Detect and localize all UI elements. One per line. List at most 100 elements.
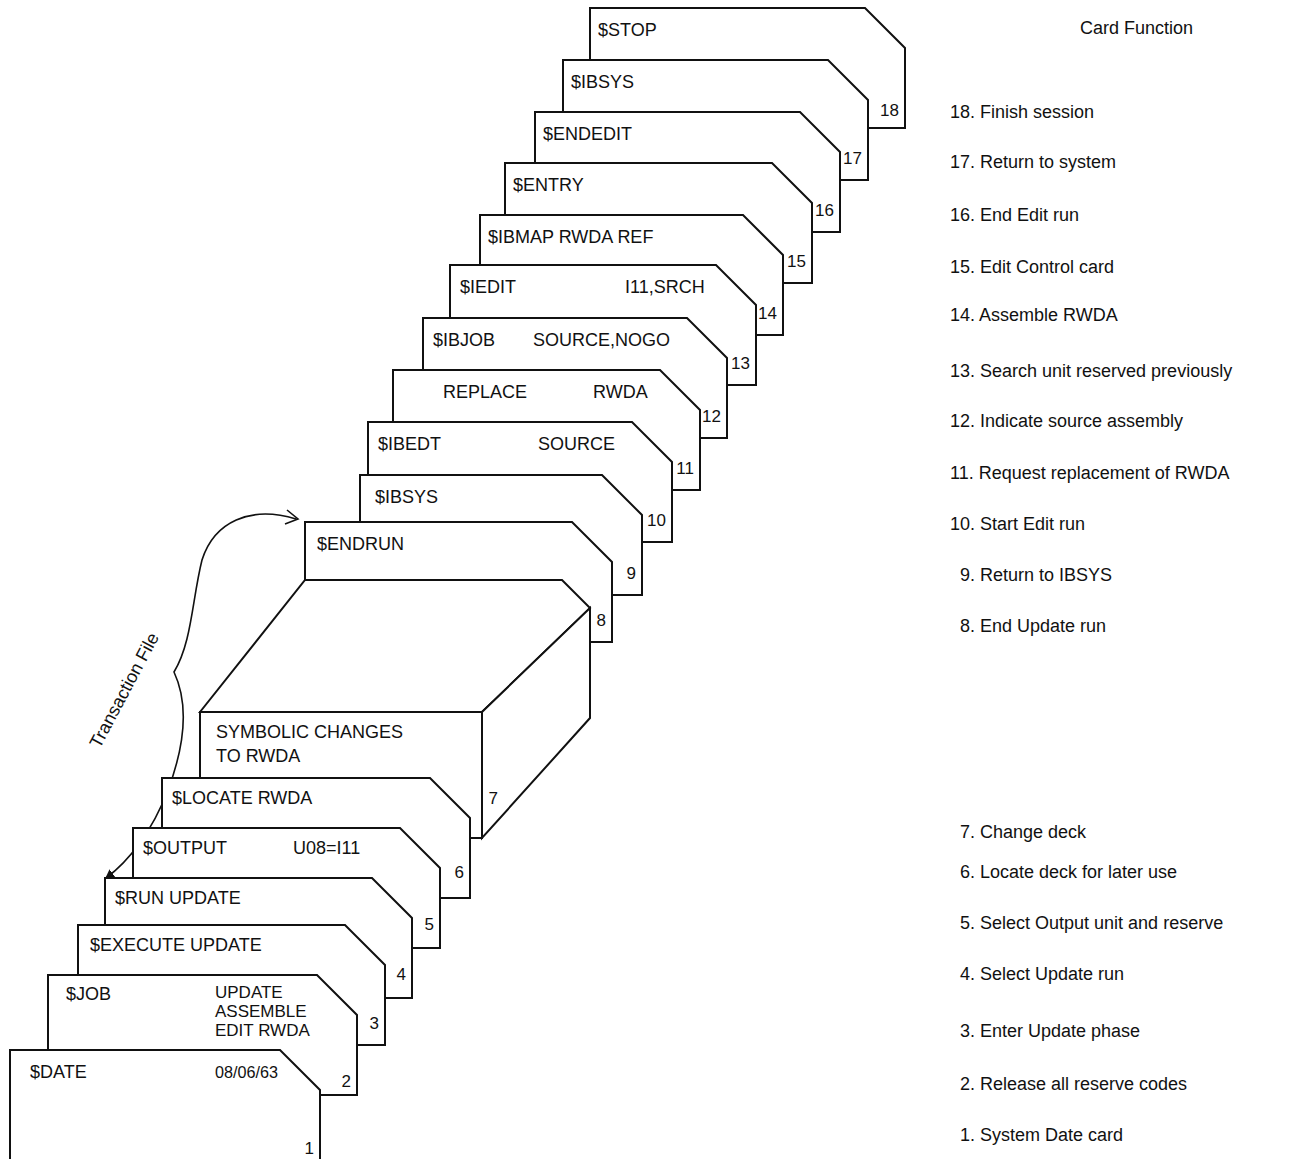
text-holder: 10	[647, 510, 666, 531]
text-holder: I11,SRCH	[625, 277, 705, 298]
card-text: UPDATE ASSEMBLE EDIT RWDA	[215, 983, 317, 1040]
text-holder: 3	[370, 1013, 379, 1034]
card-text: SOURCE,NOGO	[533, 330, 670, 351]
card-body	[10, 1050, 320, 1159]
card-text: $RUN UPDATE	[115, 888, 241, 909]
text-holder: UPDATE ASSEMBLE EDIT RWDA	[215, 983, 317, 1040]
card-text: SOURCE	[538, 434, 615, 455]
card-text: $JOB	[66, 984, 111, 1005]
card-body	[305, 522, 612, 642]
text-holder: $ENDEDIT	[543, 124, 632, 145]
function-label: 1. System Date card	[960, 1125, 1123, 1146]
text-holder: 9	[627, 563, 636, 584]
callout-number: 14	[758, 303, 777, 324]
card-body	[78, 925, 385, 1045]
callout-number: 17	[843, 148, 862, 169]
text-holder: $ENDRUN	[317, 534, 404, 555]
card-body	[450, 265, 756, 385]
card-body	[393, 370, 700, 490]
text-holder: 7	[489, 788, 498, 809]
card-body	[505, 163, 812, 283]
function-label: 6. Locate deck for later use	[960, 862, 1177, 883]
text-holder: $IBJOB	[433, 330, 495, 351]
function-label: 9. Return to IBSYS	[960, 565, 1112, 586]
callout-number: 12	[702, 406, 721, 427]
card-text: $IBEDT	[378, 434, 441, 455]
function-label: 15. Edit Control card	[950, 257, 1114, 278]
function-label: 16. End Edit run	[950, 205, 1079, 226]
text-holder: $IBSYS	[571, 72, 634, 93]
function-label: 2. Release all reserve codes	[960, 1074, 1187, 1095]
text-holder: $IEDIT	[460, 277, 516, 298]
card-text: $OUTPUT	[143, 838, 227, 859]
text-holder: SYMBOLIC CHANGES TO RWDA	[216, 720, 414, 768]
card-text: $ENTRY	[513, 175, 584, 196]
text-holder: $ENTRY	[513, 175, 584, 196]
deck-front	[200, 712, 482, 838]
callout-number: 7	[489, 788, 498, 809]
callout-number: 3	[370, 1013, 379, 1034]
function-label: 3. Enter Update phase	[960, 1021, 1140, 1042]
card-text: $ENDRUN	[317, 534, 404, 555]
function-label: 7. Change deck	[960, 822, 1086, 843]
text-holder: $OUTPUT	[143, 838, 227, 859]
card-text: I11,SRCH	[625, 277, 705, 298]
function-label: 12. Indicate source assembly	[950, 411, 1183, 432]
callout-number: 16	[815, 200, 834, 221]
text-holder: 4	[397, 964, 406, 985]
card-text: 08/06/63	[215, 1062, 278, 1083]
function-label: 18. Finish session	[950, 102, 1094, 123]
function-label: 4. Select Update run	[960, 964, 1124, 985]
punched-card: $DATE 08/06/63 1	[10, 1050, 320, 1159]
text-holder: RWDA	[593, 382, 648, 403]
card-text: $IBMAP RWDA REF	[488, 227, 653, 248]
card-body	[162, 778, 470, 898]
text-holder: $JOB	[66, 984, 111, 1005]
callout-number: 13	[731, 353, 750, 374]
card-body	[423, 318, 727, 438]
card-text: U08=I11	[293, 838, 360, 859]
text-holder: 08/06/63	[215, 1062, 278, 1083]
function-label: 10. Start Edit run	[950, 514, 1085, 535]
function-label: 8. End Update run	[960, 616, 1106, 637]
card-body	[360, 475, 642, 595]
text-holder: $LOCATE RWDA	[172, 788, 312, 809]
text-holder: $EXECUTE UPDATE	[90, 935, 262, 956]
callout-number: 8	[597, 610, 606, 631]
function-label: 17. Return to system	[950, 152, 1116, 173]
text-holder: $DATE	[30, 1062, 87, 1083]
card-text: $DATE	[30, 1062, 87, 1083]
text-holder: $IBMAP RWDA REF	[488, 227, 653, 248]
deck-side	[482, 608, 590, 838]
text-holder: 13	[731, 353, 750, 374]
card-text: $STOP	[598, 20, 657, 41]
text-holder: 14	[758, 303, 777, 324]
text-holder: 6	[455, 862, 464, 883]
text-holder: 17	[843, 148, 862, 169]
text-holder: $STOP	[598, 20, 657, 41]
text-holder: 5	[425, 914, 434, 935]
card-body	[590, 8, 905, 128]
function-label: 13. Search unit reserved previously	[950, 361, 1232, 382]
card-text: $ENDEDIT	[543, 124, 632, 145]
text-holder: 15	[787, 251, 806, 272]
card-text: REPLACE	[443, 382, 527, 403]
text-holder: 1	[305, 1138, 314, 1159]
text-holder: SOURCE,NOGO	[533, 330, 670, 351]
card-text: $IEDIT	[460, 277, 516, 298]
callout-number: 18	[880, 100, 899, 121]
text-holder: 2	[342, 1071, 351, 1092]
function-label: 5. Select Output unit and reserve	[960, 913, 1223, 934]
text-holder: 12	[702, 406, 721, 427]
card-body	[368, 422, 672, 542]
column-heading: Card Function	[1080, 18, 1193, 39]
card-body	[105, 878, 412, 998]
callout-number: 6	[455, 862, 464, 883]
text-holder: U08=I11	[293, 838, 360, 859]
text-holder: SOURCE	[538, 434, 615, 455]
function-label: 14. Assemble RWDA	[950, 305, 1118, 326]
callout-number: 10	[647, 510, 666, 531]
card-body	[480, 215, 783, 335]
callout-number: 9	[627, 563, 636, 584]
card-text: $EXECUTE UPDATE	[90, 935, 262, 956]
